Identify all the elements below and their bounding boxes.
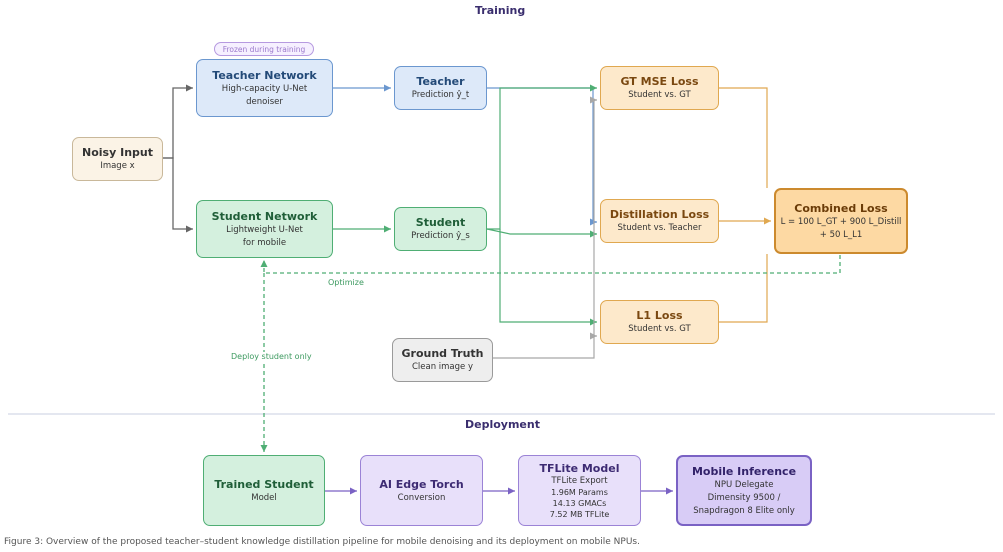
edge-student-pred-to-distill [486,228,597,238]
node-subtitle: Model [251,492,277,503]
node-subtitle: Student vs. GT [628,324,691,334]
node-student-network: Student Network Lightweight U-Net for mo… [196,200,333,258]
node-title: Distillation Loss [609,208,710,221]
node-noisy-input: Noisy Input Image x [72,137,163,181]
node-subtitle: Image x [100,161,135,171]
node-title: L1 Loss [636,309,683,322]
node-subtitle: Prediction ŷ_t [411,90,470,100]
edge-teacher-pred-to-distill [487,87,597,226]
node-subtitle: Prediction ŷ_s [411,231,470,241]
figure-caption: Figure 3: Overview of the proposed teach… [4,537,640,547]
node-subtitle: 7.52 MB TFLite [549,510,610,519]
edge-noisy-to-teacher [163,84,193,159]
node-subtitle: denoiser [246,96,283,107]
edge-l1-to-combined [719,254,768,323]
node-subtitle: Student vs. Teacher [617,223,702,233]
node-title: Mobile Inference [691,464,797,478]
edge-label-optimize: Optimize [326,278,366,287]
node-subtitle: Lightweight U-Net [226,224,303,235]
node-subtitle: NPU Delegate [714,479,774,490]
node-subtitle: 14.13 GMACs [552,499,607,508]
edge-gt-to-l1 [493,332,597,359]
node-subtitle: Conversion [397,492,446,503]
node-title: Noisy Input [82,146,153,159]
node-title: TFLite Model [539,462,620,475]
node-mobile-inference: Mobile Inference NPU Delegate Dimensity … [676,455,812,526]
node-teacher-prediction: Teacher Prediction ŷ_t [394,66,487,110]
node-distillation-loss: Distillation Loss Student vs. Teacher [600,199,719,243]
section-title-training: Training [475,4,526,17]
node-title: Ground Truth [401,347,484,360]
edge-gt-to-gtmse [590,96,597,336]
edge-label-deploy: Deploy student only [229,352,314,361]
node-subtitle: High-capacity U-Net [221,83,308,94]
node-ai-edge-torch: AI Edge Torch Conversion [360,455,483,526]
node-teacher-network: Teacher Network High-capacity U-Net deno… [196,59,333,117]
node-title: Student [415,216,466,229]
edge-student-pred-to-l1 [499,229,597,326]
node-title: Trained Student [214,477,314,491]
node-subtitle: for mobile [242,237,287,248]
node-subtitle: Snapdragon 8 Elite only [693,505,795,516]
edge-gtmse-to-combined [719,87,768,188]
node-subtitle: TFLite Export [551,476,608,486]
node-title: Combined Loss [794,201,888,215]
node-combined-loss: Combined Loss L = 100 L_GT + 900 L_Disti… [774,188,908,254]
frozen-badge: Frozen during training [214,42,314,56]
node-title: GT MSE Loss [620,75,699,88]
node-tflite-model: TFLite Model TFLite Export 1.96M Params … [518,455,641,526]
node-l1-loss: L1 Loss Student vs. GT [600,300,719,344]
edge-optimize [260,255,841,274]
node-subtitle: L = 100 L_GT + 900 L_Distill [780,216,902,227]
section-title-deployment: Deployment [465,418,540,431]
node-title: Student Network [211,209,318,223]
node-gt-mse-loss: GT MSE Loss Student vs. GT [600,66,719,110]
node-title: Teacher Network [212,68,317,82]
node-subtitle: + 50 L_L1 [819,229,863,240]
node-subtitle: 1.96M Params [551,488,608,497]
edge-noisy-to-student [163,157,193,233]
edge-student-pred-to-gtmse [487,84,597,230]
node-trained-student: Trained Student Model [203,455,325,526]
node-subtitle: Dimensity 9500 / [707,492,781,503]
node-title: AI Edge Torch [379,477,464,491]
node-title: Teacher [416,75,465,88]
node-subtitle: Clean image y [411,362,474,372]
node-student-prediction: Student Prediction ŷ_s [394,207,487,251]
node-ground-truth: Ground Truth Clean image y [392,338,493,382]
node-subtitle: Student vs. GT [628,90,691,100]
